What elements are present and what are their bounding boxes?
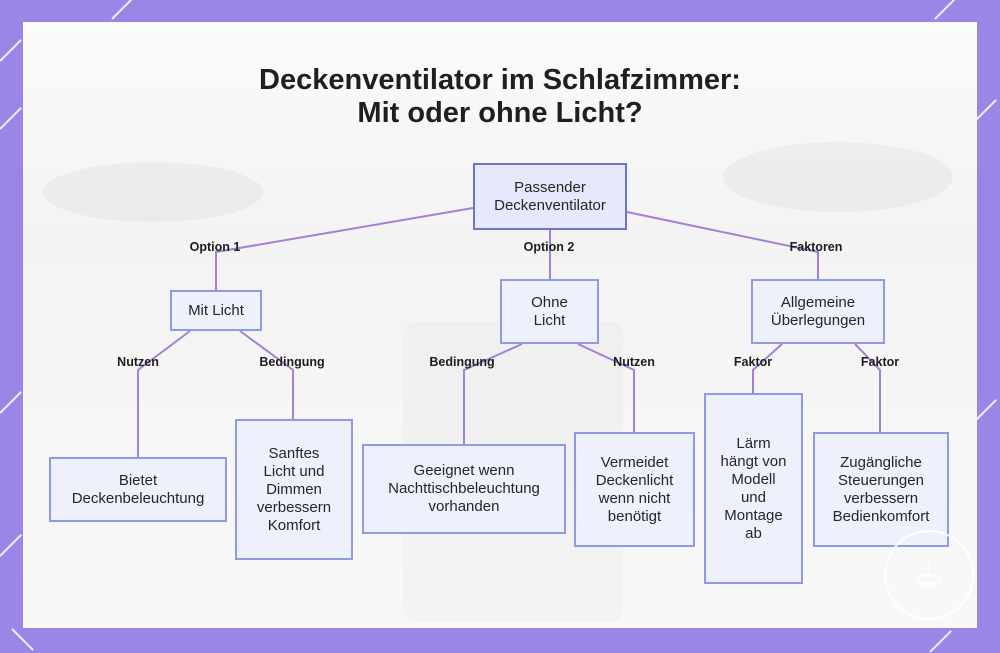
node-zugaengliche-steuerungen: Zugängliche Steuerungen verbessern Bedie…: [813, 432, 949, 547]
edge-label-faktor: Faktor: [733, 355, 773, 369]
node-laerm: Lärm hängt von Modell und Montage ab: [704, 393, 803, 584]
node-geeignet-wenn: Geeignet wenn Nachttischbeleuchtung vorh…: [362, 444, 566, 534]
node-label: Allgemeine Überlegungen: [770, 293, 866, 329]
edge-label-faktor: Faktor: [860, 355, 900, 369]
node-ohne-licht: Ohne Licht: [500, 279, 599, 344]
edge-allgemein-laerm: [752, 343, 783, 393]
edge-mit-bietet: [137, 330, 191, 457]
node-label: Bietet Deckenbeleuchtung: [71, 471, 205, 507]
node-label: Zugängliche Steuerungen verbessern Bedie…: [832, 453, 930, 525]
edge-label-bedingung: Bedingung: [259, 355, 325, 369]
diagram-title: Deckenventilator im Schlafzimmer: Mit od…: [0, 64, 1000, 130]
node-label: Sanftes Licht und Dimmen verbessern Komf…: [256, 444, 332, 534]
node-allgemeine-ueberlegungen: Allgemeine Überlegungen: [751, 279, 885, 344]
node-label: Geeignet wenn Nachttischbeleuchtung vorh…: [388, 462, 540, 515]
edge-label-faktoren: Faktoren: [789, 240, 843, 254]
node-label: Passender Deckenventilator: [494, 178, 606, 214]
edge-mit-sanftes: [239, 330, 294, 419]
edge-label-nutzen: Nutzen: [117, 355, 159, 369]
node-mit-licht: Mit Licht: [170, 290, 262, 331]
node-passender-deckenventilator: Passender Deckenventilator: [473, 163, 627, 230]
edge-root-mit-licht: [215, 207, 474, 290]
edge-ohne-vermeidet: [577, 343, 635, 432]
logo-icon: [916, 561, 942, 588]
edge-label-option-2: Option 2: [523, 240, 575, 254]
edge-label-option-1: Option 1: [189, 240, 241, 254]
node-vermeidet-deckenlicht: Vermeidet Deckenlicht wenn nicht benötig…: [574, 432, 695, 547]
title-line-2: Mit oder ohne Licht?: [357, 97, 643, 129]
edge-allgemein-zugaenglich: [854, 343, 881, 432]
node-label: Mit Licht: [188, 301, 244, 319]
edge-ohne-geeignet: [463, 343, 523, 444]
node-bietet-deckenbeleuchtung: Bietet Deckenbeleuchtung: [49, 457, 227, 522]
node-label: Lärm hängt von Modell und Montage ab: [720, 434, 787, 542]
node-label: Vermeidet Deckenlicht wenn nicht benötig…: [595, 453, 674, 525]
edge-label-bedingung: Bedingung: [429, 355, 495, 369]
node-sanftes-licht: Sanftes Licht und Dimmen verbessern Komf…: [235, 419, 353, 560]
node-label: Ohne Licht: [531, 293, 568, 329]
watermark-logo: [884, 530, 974, 620]
title-line-1: Deckenventilator im Schlafzimmer:: [259, 64, 741, 96]
edge-root-allgemein: [626, 211, 819, 279]
edge-label-nutzen: Nutzen: [613, 355, 655, 369]
